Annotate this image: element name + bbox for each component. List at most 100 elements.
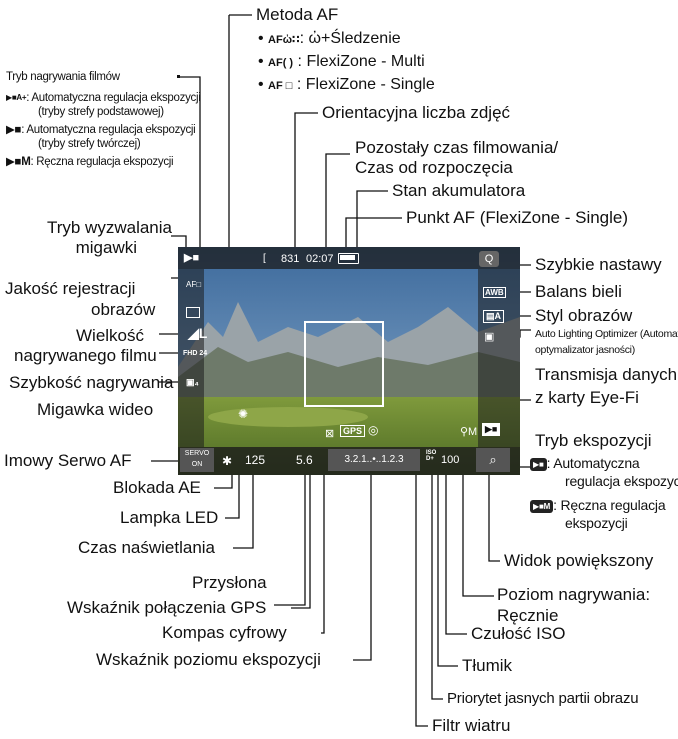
iso-value: 100: [441, 454, 460, 466]
exp-auto-2: regulacja ekspozycji: [565, 473, 678, 489]
exp-auto-1: : Automatyczna: [546, 455, 640, 471]
exp-manual-row: ▶■M: Ręczna regulacja: [530, 497, 666, 514]
movie-a-plus-text: A+: [16, 93, 27, 103]
label-szybkie-nastawy: Szybkie nastawy: [535, 255, 662, 274]
label-czas-od: Czas od rozpoczęcia: [355, 158, 513, 177]
label-orientacyjna: Orientacyjna liczba zdjęć: [322, 103, 511, 122]
label-styl-obrazow: Styl obrazów: [535, 306, 633, 325]
picture-style-icon: ▤A: [483, 310, 505, 323]
battery-icon: [338, 253, 359, 264]
label-wielkosc-1: Wielkość: [76, 326, 145, 345]
label-tryb-wyzwalania-2: migawki: [75, 238, 137, 257]
exp-manual-2: ekspozycji: [565, 515, 628, 531]
af-modes-list: • AFὠ∷: ὠ+Śledzenie • AF( ) : FlexiZone …: [258, 28, 435, 97]
label-metoda-af: Metoda AF: [256, 5, 339, 24]
q-text: Q: [484, 253, 494, 265]
label-transmisja-1: Transmisja danych: [535, 365, 678, 384]
compass-icon: ⊠: [325, 428, 335, 440]
movie-manual-icon-2: ▶■M: [530, 499, 554, 513]
movie-auto-creative-2: (tryby strefy twórczej): [38, 138, 141, 150]
movie-auto-basic-2: (tryby strefy podstawowej): [38, 106, 164, 118]
movie-auto-basic-1: : Automatyczna regulacja ekspozycji: [26, 92, 201, 104]
video-snapshot-icon: ▣₄: [186, 377, 199, 387]
label-alo-1: Auto Lighting Optimizer (Automatyczny: [535, 328, 678, 340]
quick-control-button[interactable]: Q: [479, 251, 499, 267]
label-poziom-eksp: Wskaźnik poziomu ekspozycji: [96, 650, 321, 669]
label-tryb-ekspozycji: Tryb ekspozycji: [535, 431, 652, 450]
af-point-frame[interactable]: [304, 321, 384, 407]
label-jakosc-2: obrazów: [91, 300, 156, 319]
exp-auto-row: ▶■: Automatyczna: [530, 455, 640, 472]
exp-manual-1: : Ręczna regulacja: [553, 497, 666, 513]
label-pozostaly: Pozostały czas filmowania/: [355, 138, 559, 157]
label-szybkosc: Szybkość nagrywania: [9, 373, 174, 392]
label-balans-bieli: Balans bieli: [535, 282, 622, 301]
label-jakosc-1: Jakość rejestracji: [5, 279, 136, 298]
label-gps: Wskaźnik połączenia GPS: [67, 598, 267, 617]
bracket-icon: [: [263, 253, 266, 264]
label-czas-naswietlania: Czas naświetlania: [78, 538, 216, 557]
label-migawka-wideo: Migawka wideo: [37, 400, 154, 419]
label-priorytet: Priorytet jasnych partii obrazu: [447, 690, 639, 707]
label-transmisja-2: z karty Eye-Fi: [535, 388, 639, 407]
af-method-icon: AF□: [186, 280, 202, 289]
label-poziom-nagr-2: Ręcznie: [497, 606, 559, 625]
movie-auto-creative-1: : Automatyczna regulacja ekspozycji: [21, 124, 196, 136]
movie-auto-icon: ▶■: [6, 124, 22, 136]
label-wielkosc-2: nagrywanego filmu: [14, 346, 157, 365]
shutter-speed: 125: [245, 453, 266, 467]
label-filtr-wiatru: Filtr wiatru: [432, 716, 511, 735]
movie-auto-icon-2: ▶■: [530, 457, 547, 471]
mic-icon: ⚲M: [460, 426, 478, 438]
live-view-screen: ▶■ [ 831 02:07 Q AF□ ◢L FHD 24 ▣₄ AWB ▤A…: [178, 247, 520, 475]
magnify-icon: ⌕: [489, 452, 497, 467]
label-alo-2: optymalizator jasności): [535, 344, 635, 356]
image-quality-icon: [186, 307, 200, 318]
movie-size-text: FHD: [183, 350, 198, 357]
eyefi-icon: ◎: [368, 423, 379, 437]
exposure-scale-text: 3.2.1..•..1.2.3: [344, 454, 404, 465]
label-przyslona: Przysłona: [192, 573, 267, 592]
servo-text-1: SERVO: [184, 450, 210, 457]
recording-time: 02:07: [306, 253, 334, 265]
af-mode-item-face: • AFὠ∷: ὠ+Śledzenie: [258, 30, 401, 47]
movie-size-icon: FHD 24: [183, 350, 207, 357]
label-tryb-wyzwalania-1: Tryb wyzwalania: [46, 218, 172, 237]
gps-icon: GPS: [340, 425, 366, 437]
movie-auto-plus-icon: ▶■A+: [6, 92, 27, 104]
label-tlumik: Tłumik: [462, 656, 513, 675]
label-kompas: Kompas cyfrowy: [162, 623, 287, 642]
image-size-large-icon: ◢L: [188, 325, 208, 341]
movie-m-text: M: [21, 156, 31, 168]
label-stan-akumulatora: Stan akumulatora: [392, 181, 526, 200]
af-mode-single-text: : FlexiZone - Single: [296, 76, 435, 93]
af-multi-icon: AF( ): [268, 57, 294, 69]
shooting-mode-icon: ▶■: [184, 252, 200, 264]
label-widok: Widok powiększony: [504, 551, 654, 570]
aperture-value: 5.6: [296, 453, 313, 467]
exposure-level-indicator: 3.2.1..•..1.2.3: [328, 449, 420, 471]
exposure-mode-icon: ▶■: [482, 423, 501, 436]
movie-fps-text: 24: [199, 350, 208, 357]
magnify-button[interactable]: ⌕: [476, 448, 510, 472]
af-mode-item-multi: • AF( ) : FlexiZone - Multi: [258, 53, 425, 70]
label-punkt-af: Punkt AF (FlexiZone - Single): [406, 208, 629, 227]
shots-remaining: 831: [281, 253, 300, 265]
label-poziom-nagr-1: Poziom nagrywania:: [497, 585, 651, 604]
movie-manual-text: : Ręczna regulacja ekspozycji: [30, 156, 174, 168]
label-blokada-ae: Blokada AE: [113, 478, 201, 497]
alo-icon: ▣: [484, 331, 495, 343]
landscape-image: [178, 247, 520, 475]
af-face-icon: AFὠ∷: [268, 34, 300, 46]
af-single-icon: AF □: [268, 80, 293, 92]
movie-manual-icon: ▶■M: [6, 156, 31, 168]
label-czulosc: Czułość ISO: [471, 624, 566, 643]
label-lampka-led: Lampka LED: [120, 508, 219, 527]
label-serwo-af: Imowy Serwo AF: [4, 451, 132, 470]
movie-mode-title: Tryb nagrywania filmów: [6, 71, 120, 83]
af-mode-face-text: : ὠ+Śledzenie: [299, 30, 401, 47]
servo-af-button[interactable]: SERVO ON: [180, 448, 214, 472]
movie-mode-block: Tryb nagrywania filmów ▶■A+: Automatyczn…: [6, 70, 201, 169]
led-light-icon: ✺: [238, 407, 249, 421]
